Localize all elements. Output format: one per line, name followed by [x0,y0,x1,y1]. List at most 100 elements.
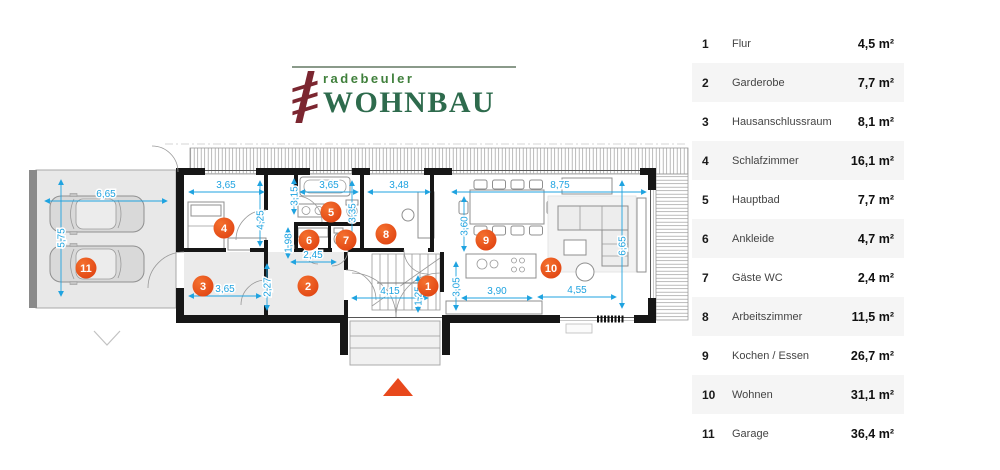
legend-row: 1 Flur 4,5 m² [692,24,904,63]
dimension-label: 4,15 [380,286,400,297]
brand-name-large: WOHNBAU [323,85,496,119]
legend-room-number: 1 [702,36,709,51]
legend-row: 5 Hauptbad 7,7 m² [692,180,904,219]
legend-room-area: 4,5 m² [857,36,894,51]
legend: 1 Flur 4,5 m² 2 Garderobe 7,7 m² 3 Hausanschlus… [692,24,904,453]
legend-row: 2 Garderobe 7,7 m² [692,63,904,102]
walls [176,168,656,323]
legend-room-name: Hausanschlussraum [732,115,832,128]
legend-room-area: 7,7 m² [857,75,894,90]
legend-row: 6 Ankleide 4,7 m² [692,219,904,258]
room-marker-number: 10 [545,263,557,275]
dimension-label: 3,65 [216,180,236,191]
legend-row: 8 Arbeitszimmer 11,5 m² [692,297,904,336]
room-marker-number: 5 [328,207,334,219]
car-bottom [49,243,145,285]
brand-name-small: radebeuler [323,71,415,86]
kitchen-counter [445,300,543,315]
legend-room-number: 8 [702,309,709,324]
legend-room-number: 7 [702,270,709,285]
door-arcs [147,145,441,318]
legend-room-name: Flur [732,37,751,50]
legend-room-number: 2 [702,75,709,90]
garage-wall [29,170,37,308]
legend-room-name: Wohnen [732,388,773,401]
legend-room-number: 5 [702,192,709,207]
sofa [557,205,629,231]
door-mat [597,315,624,323]
windows [205,170,654,321]
legend-room-name: Kochen / Essen [732,349,810,362]
dimension-label: 3,15 [290,186,301,206]
room-marker-circle [75,257,97,279]
living-set [547,177,647,282]
legend-room-number: 3 [702,114,709,129]
legend-room-number: 4 [702,153,709,168]
kitchen-island [465,253,537,279]
legend-room-name: Ankleide [732,232,775,245]
dimension-label: 3,65 [215,284,235,295]
room-marker-number: 4 [221,223,228,235]
room-marker-circle [417,275,439,297]
room-marker-circle [192,275,214,297]
legend-room-area: 2,4 m² [857,270,894,285]
room-marker-number: 1 [425,281,431,293]
legend-room-area: 31,1 m² [850,387,894,402]
legend-room-name: Garage [732,427,769,440]
legend-row: 10 Wohnen 31,1 m² [692,375,904,414]
legend-room-number: 11 [702,426,715,441]
logo-ladder-icon [292,71,318,123]
dimension-label: 3,48 [389,180,409,191]
dimension-label: 3,90 [487,286,507,297]
desk-chair [401,208,415,222]
dimension-label: 3,65 [319,180,339,191]
legend-room-name: Hauptbad [732,193,780,206]
room-marker-circle [297,275,319,297]
legend-room-area: 8,1 m² [857,114,894,129]
room-marker-circle [335,229,357,251]
dimension-label: 8,75 [550,180,570,191]
driveway-chevron [93,330,121,346]
legend-room-number: 9 [702,348,709,363]
legend-room-name: Arbeitszimmer [732,310,803,323]
room-marker-circle [375,223,397,245]
dining-set [458,179,557,236]
room-marker-number: 7 [343,235,349,247]
room-marker-number: 11 [80,263,92,275]
legend-room-area: 4,7 m² [857,231,894,246]
legend-room-area: 7,7 m² [857,192,894,207]
legend-room-number: 6 [702,231,709,246]
dimension-label: 6,65 [618,236,629,256]
dimension-label: 3,05 [452,277,463,297]
room-markers: 1 2 3 4 5 6 7 8 9 10 11 [75,201,562,297]
dimension-label: 4,25 [256,210,267,230]
dimension-label: 3,35 [348,203,359,223]
logo: radebeuler WOHNBAU [292,66,516,123]
room-marker-circle [475,229,497,251]
legend-room-area: 11,5 m² [851,309,894,324]
dimension-label: 2,27 [263,277,274,297]
room-marker-number: 8 [383,229,389,241]
legend-room-area: 16,1 m² [850,153,894,168]
dimension-label: 2,45 [303,250,323,261]
pouf [575,262,595,282]
dimension-label: 6,65 [96,189,116,200]
entrance-arrow [383,378,413,396]
room-marker-number: 6 [306,235,312,247]
dimension-label: 3,60 [460,216,471,236]
tv-bench [636,197,647,273]
legend-room-number: 10 [702,387,716,402]
room-marker-number: 2 [305,281,311,293]
room-marker-number: 3 [200,281,206,293]
room-marker-circle [298,229,320,251]
legend-room-name: Garderobe [732,76,785,89]
floorplan-drawing: 6,655,753,653,153,653,488,754,253,353,60… [29,143,689,396]
room-marker-number: 9 [483,235,489,247]
logo-rule [292,66,516,68]
dimension-label: 1,98 [284,233,295,253]
room-marker-circle [213,217,235,239]
